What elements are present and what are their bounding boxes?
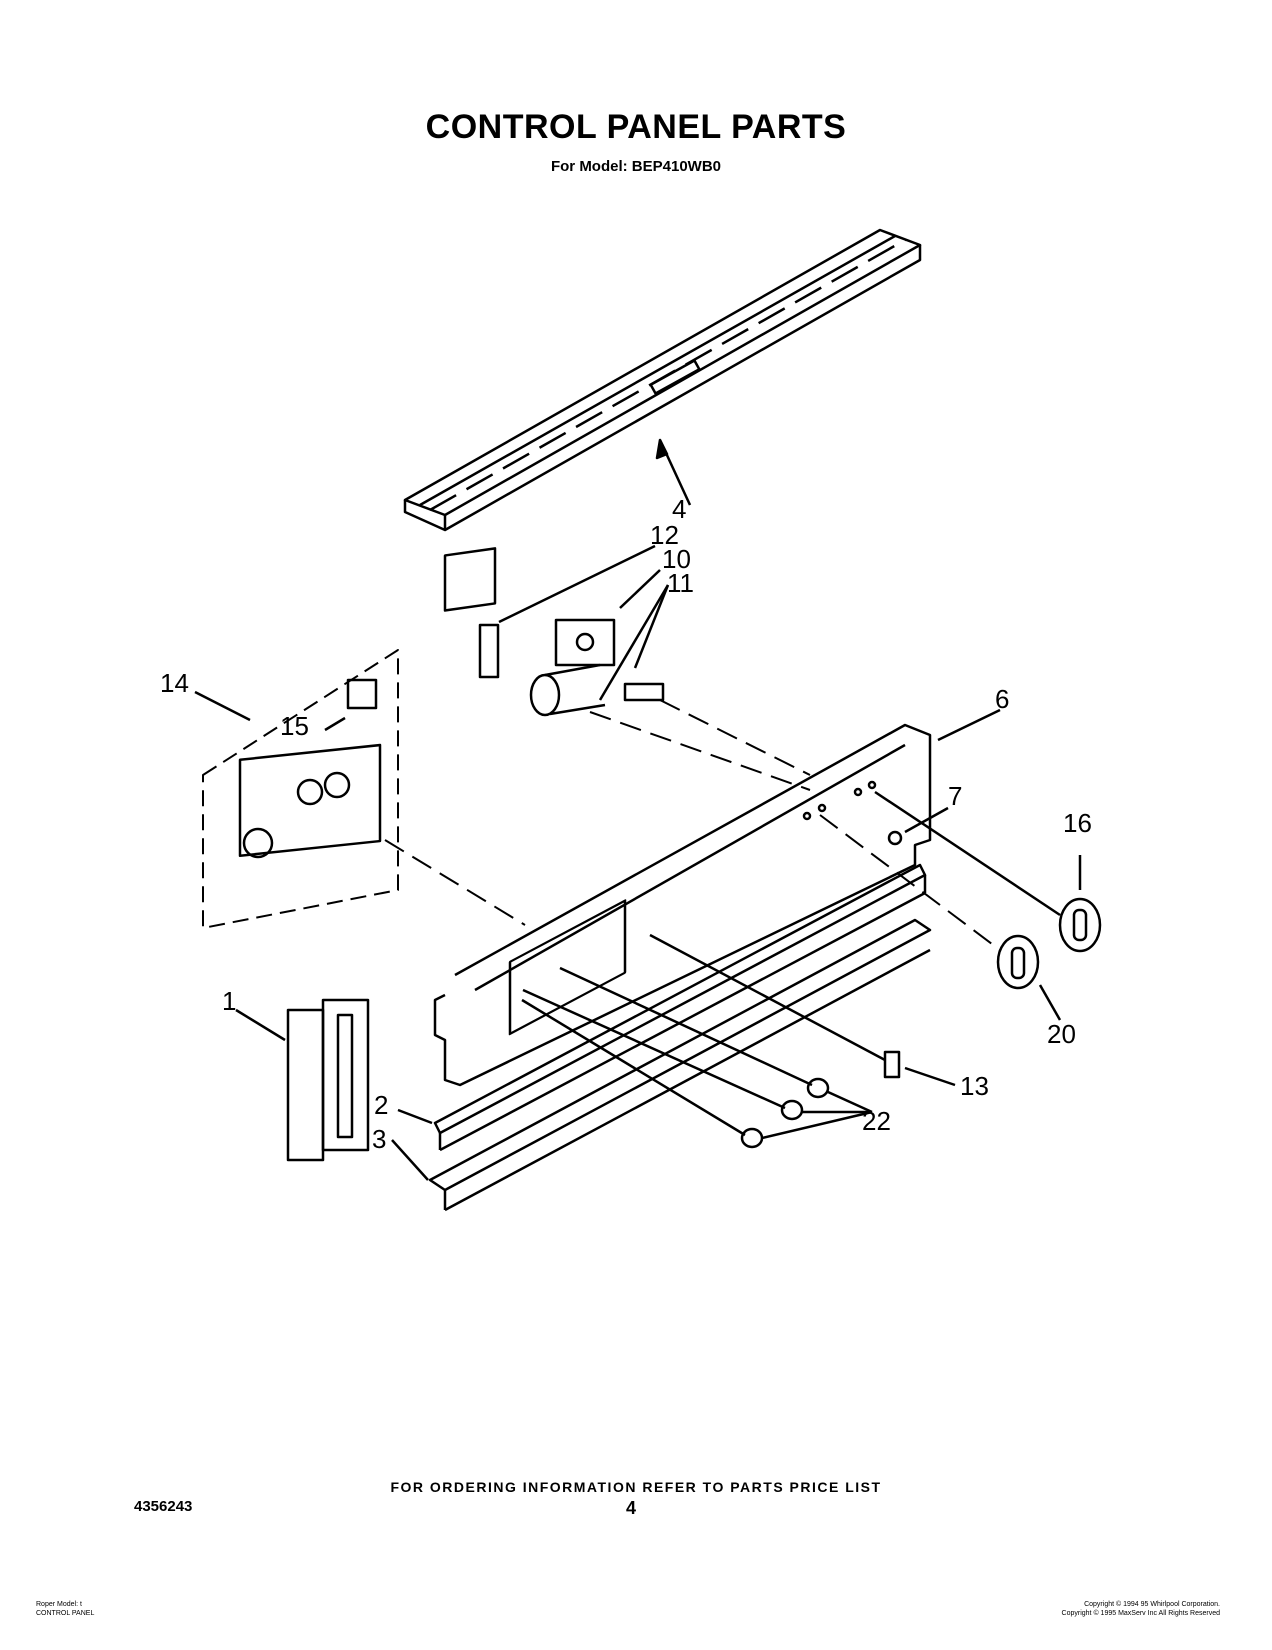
- callout-16: 16: [1063, 808, 1092, 838]
- callout-4: 4: [672, 494, 686, 524]
- page-title: CONTROL PANEL PARTS: [425, 108, 847, 146]
- callout-3: 3: [372, 1124, 386, 1154]
- part-6-control-panel: [433, 723, 932, 1087]
- part-12-switch: [443, 547, 500, 679]
- part-4-top-channel: [403, 228, 922, 532]
- footer-right: Copyright © 1994 95 Whirlpool Corporatio…: [1062, 1600, 1220, 1618]
- callout-13: 13: [960, 1071, 989, 1101]
- callout-22: 22: [862, 1106, 891, 1136]
- part-14-control-box: [202, 649, 399, 929]
- ordering-info: FOR ORDERING INFORMATION REFER TO PARTS …: [390, 1479, 882, 1495]
- part-22-grommet-c: [740, 1127, 764, 1149]
- part-7-grommet: [887, 830, 903, 846]
- model-subtitle: For Model: BEP410WB0: [550, 158, 722, 175]
- callout-6: 6: [995, 684, 1009, 714]
- callout-15: 15: [280, 711, 309, 741]
- part-22-grommet-b: [780, 1099, 804, 1121]
- part-22-grommet-a: [806, 1077, 830, 1099]
- callout-2: 2: [374, 1090, 388, 1120]
- part-16-knob: [1058, 897, 1102, 953]
- document-number: 4356243: [134, 1498, 193, 1515]
- part-2-trim: [433, 863, 927, 1152]
- part-20-knob: [996, 934, 1040, 990]
- part-1-end-cap: [286, 998, 370, 1162]
- part-10-switch: [554, 618, 616, 667]
- part-11-tube: [529, 663, 665, 717]
- footer-left-line-2: CONTROL PANEL: [36, 1610, 95, 1617]
- footer-left-line-1: Roper Model: t: [36, 1601, 82, 1608]
- callout-10: 10: [662, 544, 691, 574]
- callout-12: 12: [650, 520, 679, 550]
- footer-left: Roper Model: t CONTROL PANEL: [36, 1600, 94, 1618]
- footer-copyright-2: Copyright © 1995 MaxServ Inc All Rights …: [1061, 1610, 1220, 1617]
- footer-copyright-1: Copyright © 1994 95 Whirlpool Corporatio…: [1084, 1601, 1220, 1608]
- callout-7: 7: [948, 781, 962, 811]
- page-number: 4: [626, 1498, 637, 1518]
- callout-20: 20: [1047, 1019, 1076, 1049]
- callout-11: 11: [667, 568, 694, 598]
- part-3-trim: [428, 918, 932, 1212]
- callout-14: 14: [160, 668, 189, 698]
- part-13-clip: [883, 1050, 901, 1079]
- callout-1: 1: [222, 986, 236, 1016]
